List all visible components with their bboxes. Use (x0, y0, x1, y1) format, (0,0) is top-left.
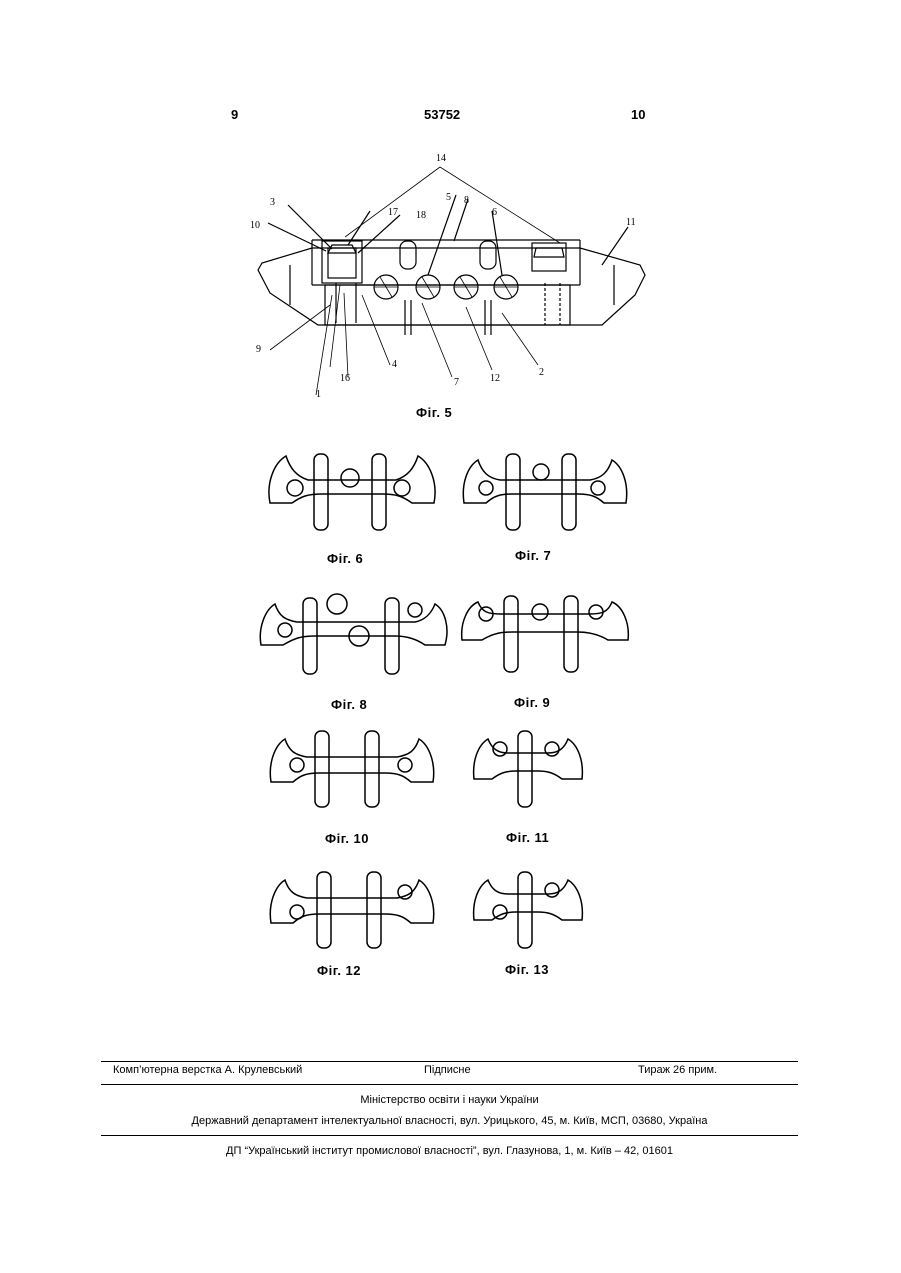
figure-13-drawing (470, 868, 585, 956)
label-14: 14 (436, 153, 446, 164)
label-7: 7 (454, 377, 459, 388)
label-3: 3 (270, 197, 275, 208)
label-2: 2 (539, 367, 544, 378)
label-6: 6 (492, 207, 497, 218)
figure-7-drawing (458, 448, 633, 543)
page-number-left: 9 (231, 107, 238, 122)
figure-13-caption: Фіг. 13 (505, 962, 549, 977)
label-9: 9 (256, 344, 261, 355)
footer-institute: ДП “Український інститут промислової вла… (101, 1145, 798, 1157)
label-10: 10 (250, 220, 260, 231)
label-12: 12 (490, 373, 500, 384)
figure-5-caption: Фіг. 5 (416, 405, 452, 420)
figure-5-labels: 14 3 10 17 18 5 8 6 11 9 1 16 4 7 12 2 (250, 153, 636, 400)
figure-9-drawing (458, 590, 633, 685)
figure-8-drawing (255, 590, 450, 685)
footer-layout-credit: Комп’ютерна верстка А. Крулевський (113, 1064, 302, 1076)
figure-8-caption: Фіг. 8 (331, 697, 367, 712)
footer-ministry: Міністерство освіти і науки України (101, 1094, 798, 1106)
label-8: 8 (464, 195, 469, 206)
figure-12-drawing (265, 868, 440, 958)
label-16: 16 (340, 373, 350, 384)
footer-rule-top (101, 1061, 798, 1062)
footer-circulation: Тираж 26 прим. (638, 1064, 717, 1076)
label-5: 5 (446, 192, 451, 203)
label-11: 11 (626, 217, 636, 228)
footer-department: Державний департамент інтелектуальної вл… (101, 1115, 798, 1127)
figure-10-drawing (265, 727, 440, 817)
figure-10-caption: Фіг. 10 (325, 831, 369, 846)
label-4: 4 (392, 359, 397, 370)
figure-12-caption: Фіг. 12 (317, 963, 361, 978)
figure-9-caption: Фіг. 9 (514, 695, 550, 710)
figure-6-caption: Фіг. 6 (327, 551, 363, 566)
label-18: 18 (416, 210, 426, 221)
figure-11-caption: Фіг. 11 (506, 830, 549, 845)
figure-7-caption: Фіг. 7 (515, 548, 551, 563)
figure-5-drawing: 14 3 10 17 18 5 8 6 11 9 1 16 4 7 12 2 (240, 145, 660, 405)
label-1: 1 (316, 389, 321, 400)
patent-number: 53752 (424, 107, 460, 122)
footer-rule-middle (101, 1084, 798, 1085)
footer-rule-bottom (101, 1135, 798, 1136)
figure-6-drawing (262, 448, 442, 543)
footer-signed: Підписне (424, 1064, 471, 1076)
label-17: 17 (388, 207, 398, 218)
figure-11-drawing (470, 727, 585, 815)
page-number-right: 10 (631, 107, 645, 122)
